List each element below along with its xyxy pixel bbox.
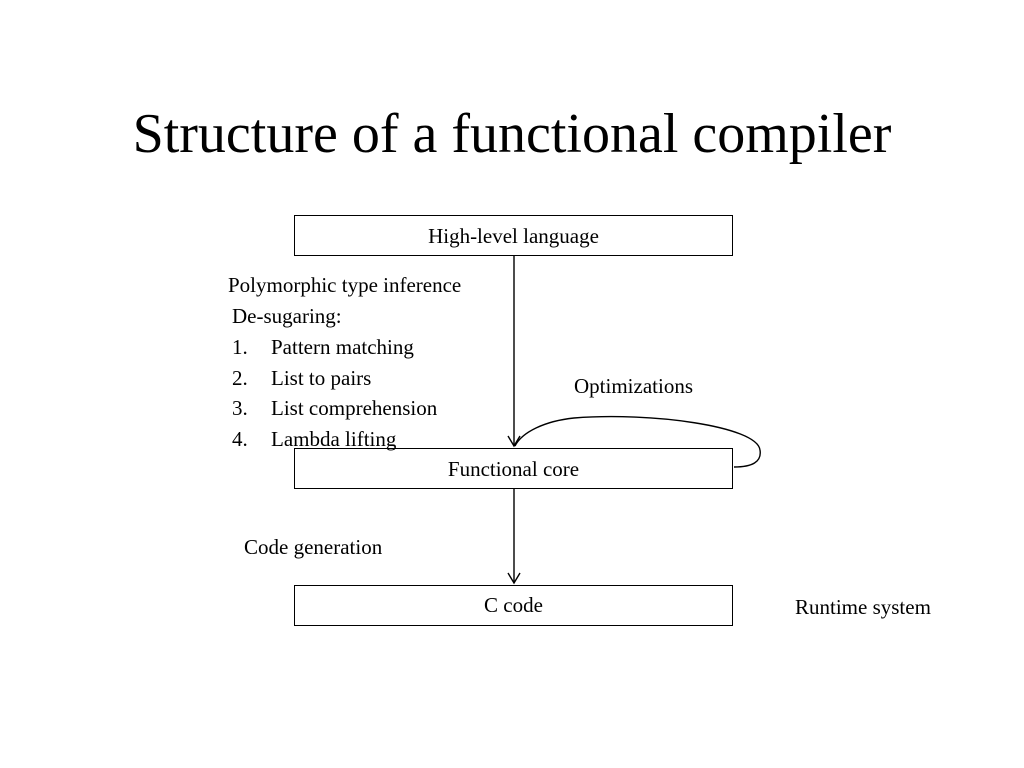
arrowhead-core-to-target [507,572,521,585]
arrowhead-source-to-core [507,435,521,448]
c-code-box: C code [294,585,733,626]
step-number: 1. [232,334,248,359]
type-inference-label: Polymorphic type inference [228,273,462,297]
step-label: List comprehension [271,396,438,421]
code-generation-label: Code generation [244,535,383,559]
step-label: Lambda lifting [271,427,397,452]
step-number: 4. [232,427,248,452]
high-level-language-box: High-level language [294,215,733,256]
step-label: Pattern matching [271,334,414,359]
step-label: List to pairs [271,365,372,390]
desugaring-list: 1. Pattern matching 2. List to pairs 3. Lis… [232,332,437,455]
step-number: 2. [232,365,248,390]
desugaring-step: 3. List comprehension [232,393,437,424]
desugaring-steps: De-sugaring: 1. Pattern matching 2. List t… [232,301,437,455]
runtime-system-label: Runtime system [795,595,931,619]
optimizations-label: Optimizations [574,374,693,398]
desugaring-step: 1. Pattern matching [232,332,437,363]
step-number: 3. [232,396,248,421]
optimizations-loop-arrow [514,415,761,468]
slide-title: Structure of a functional compiler [132,103,892,165]
desugaring-step: 2. List to pairs [232,363,437,394]
functional-core-box: Functional core [294,448,733,489]
desugaring-step: 4. Lambda lifting [232,424,437,455]
desugaring-heading: De-sugaring: [232,304,342,328]
